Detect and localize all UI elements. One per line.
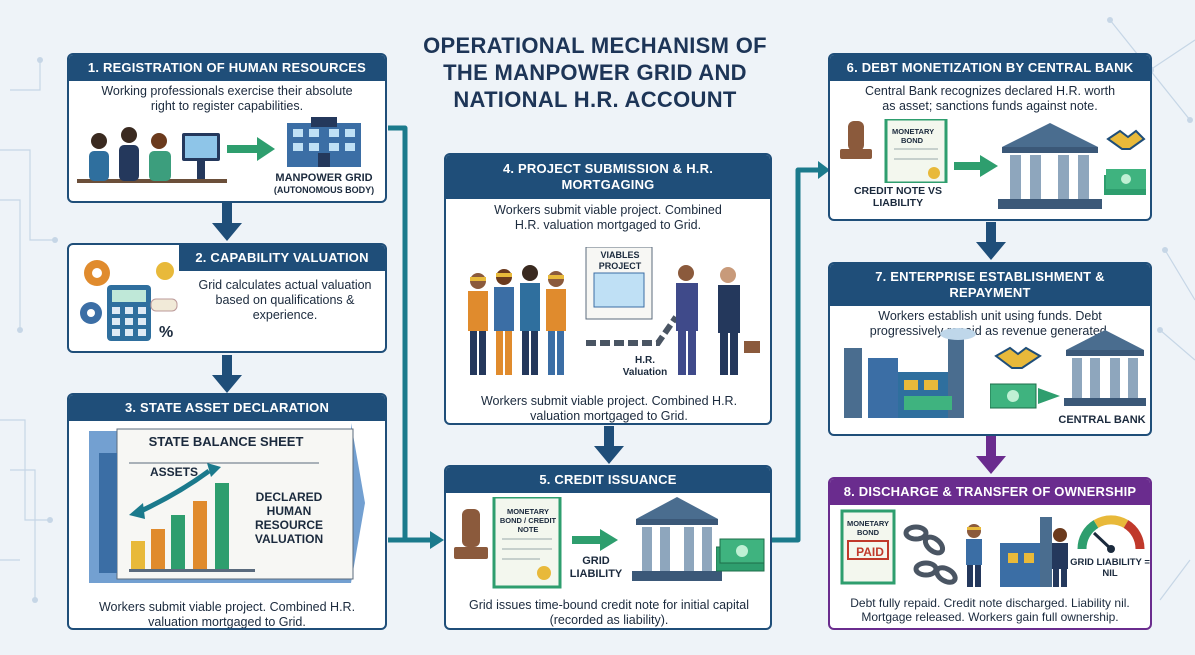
step-2-heading: 2. CAPABILITY VALUATION xyxy=(179,245,385,271)
stamp-and-bond-icon xyxy=(840,119,948,183)
factory-illustration xyxy=(844,328,976,418)
monetary-bond-label: MONETARY BOND xyxy=(892,127,935,145)
step-5-heading: 5. CREDIT ISSUANCE xyxy=(446,467,770,493)
workers-and-investors-illustration xyxy=(468,247,760,375)
cash-stack-icon xyxy=(716,538,765,572)
handshake-icon xyxy=(994,346,1042,369)
balance-sheet-chart-illustration xyxy=(89,423,365,583)
step-4-description-bottom: Workers submit viable project. Combined … xyxy=(480,394,738,423)
step-8-description: Debt fully repaid. Credit note discharge… xyxy=(850,596,1130,624)
arrow-1-to-2 xyxy=(212,203,242,241)
step-6-description: Central Bank recognizes declared H.R. wo… xyxy=(864,84,1116,113)
handshake-icon xyxy=(1106,129,1146,150)
broken-chain-icon xyxy=(903,524,958,585)
connector-1-to-4 xyxy=(388,125,430,543)
step-5-credit-issuance: 5. CREDIT ISSUANCE MONETARY BOND / CREDI… xyxy=(444,465,772,630)
calculator-gears-icon: % xyxy=(80,260,178,341)
arrow-6-to-7 xyxy=(976,222,1006,260)
manpower-grid-building-icon xyxy=(287,117,361,167)
step-4-heading: 4. PROJECT SUBMISSION & H.R. MORTGAGING xyxy=(446,155,770,199)
liability-gauge-icon xyxy=(1077,515,1145,553)
svg-text:%: % xyxy=(159,324,173,341)
page-title: OPERATIONAL MECHANISM OF THE MANPOWER GR… xyxy=(423,33,767,112)
cash-arrow-icon xyxy=(990,383,1060,409)
hr-valuation-label: H.R. Valuation xyxy=(622,355,668,378)
arrow-2-to-3 xyxy=(212,355,242,393)
step-1-description: Working professionals exercise their abs… xyxy=(101,84,353,113)
viables-project-label: VIABLES PROJECT xyxy=(598,250,642,271)
step-2-description: Grid calculates actual valuation based o… xyxy=(198,278,372,322)
step-3-description: Workers submit viable project. Combined … xyxy=(98,600,356,629)
step-4-project-submission: 4. PROJECT SUBMISSION & H.R. MORTGAGING … xyxy=(444,153,772,425)
step-1-heading: 1. REGISTRATION OF HUMAN RESOURCES xyxy=(69,55,385,81)
grid-liability-nil-label: GRID LIABILITY = NIL xyxy=(1070,557,1150,579)
step-3-heading: 3. STATE ASSET DECLARATION xyxy=(69,395,385,421)
workers-at-computer-illustration xyxy=(77,127,227,183)
state-balance-sheet-label: STATE BALANCE SHEET xyxy=(148,434,304,449)
step-7-heading: 7. ENTERPRISE ESTABLISHMENT & REPAYMENT xyxy=(830,264,1150,306)
step-1-registration: 1. REGISTRATION OF HUMAN RESOURCES Worki… xyxy=(67,53,387,203)
monetary-bond-label: MONETARY BOND xyxy=(846,519,890,537)
assets-label: ASSETS xyxy=(149,465,198,479)
grid-building-icon xyxy=(632,497,722,581)
step-5-description: Grid issues time-bound credit note for i… xyxy=(469,598,749,627)
step-8-discharge-transfer: 8. DISCHARGE & TRANSFER OF OWNERSHIP MON… xyxy=(828,477,1152,630)
arrow-4-to-5 xyxy=(594,426,624,464)
step-2-capability-valuation: 2. CAPABILITY VALUATION % Grid calculate… xyxy=(67,243,387,353)
central-bank-building-icon xyxy=(1064,330,1146,406)
step-7-description: Workers establish unit using funds. Debt… xyxy=(869,309,1111,338)
paid-stamp-label: PAID xyxy=(856,545,884,559)
monetary-bond-credit-note-label: MONETARY BOND / CREDIT NOTE xyxy=(499,507,557,534)
step-6-debt-monetization: 6. DEBT MONETIZATION BY CENTRAL BANK Cen… xyxy=(828,53,1152,221)
central-bank-label: CENTRAL BANK xyxy=(1058,414,1146,426)
stamp-and-bond-icon xyxy=(454,497,562,589)
right-arrow-icon xyxy=(954,155,998,177)
paid-bond-icon xyxy=(840,509,896,585)
step-3-state-asset-declaration: 3. STATE ASSET DECLARATION STATE BALANCE… xyxy=(67,393,387,630)
step-7-enterprise-establishment: 7. ENTERPRISE ESTABLISHMENT & REPAYMENT … xyxy=(828,262,1152,436)
step-6-heading: 6. DEBT MONETIZATION BY CENTRAL BANK xyxy=(830,55,1150,81)
workers-owning-factory-illustration xyxy=(966,517,1068,587)
step-8-heading: 8. DISCHARGE & TRANSFER OF OWNERSHIP xyxy=(830,479,1150,505)
manpower-grid-label: MANPOWER GRID xyxy=(275,172,373,184)
step-4-description-top: Workers submit viable project. Combined … xyxy=(494,203,722,232)
connector-5-to-6 xyxy=(772,167,818,543)
grid-liability-label: GRID LIABILITY xyxy=(569,555,623,580)
credit-note-vs-liability-label: CREDIT NOTE VS LIABILITY xyxy=(853,185,943,209)
cash-stack-icon xyxy=(1104,169,1146,195)
central-bank-building-icon xyxy=(998,123,1102,209)
declared-hr-valuation-label: DECLARED HUMAN RESOURCE VALUATION xyxy=(254,490,324,546)
right-arrow-icon xyxy=(227,137,275,161)
autonomous-body-label: (AUTONOMOUS BODY) xyxy=(273,185,375,195)
arrow-7-to-8 xyxy=(976,436,1006,474)
right-arrow-icon xyxy=(572,529,618,551)
